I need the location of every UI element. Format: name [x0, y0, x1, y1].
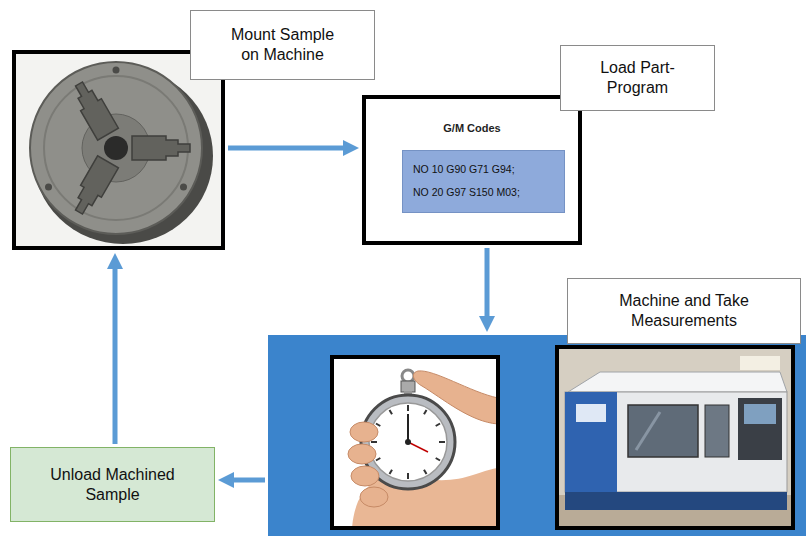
- photo-ground: [332, 357, 498, 528]
- wall-light: [740, 356, 780, 370]
- bolt-hole: [180, 184, 187, 191]
- code-box: NO 10 G90 G71 G94; NO 20 G97 S150 M03;: [402, 150, 565, 213]
- lathe-illustration: [559, 349, 791, 526]
- control-panel: [738, 398, 782, 460]
- stopwatch-illustration: [348, 370, 496, 526]
- step-label: Unload Machined Sample: [41, 465, 184, 505]
- image-frame: Mount Sample on Machine: [12, 50, 225, 250]
- thumb: [413, 371, 496, 424]
- finger: [348, 444, 376, 464]
- chuck-jaw: [132, 136, 190, 160]
- photo-ground: [16, 54, 221, 246]
- flow-arrow: [228, 146, 345, 151]
- flow-arrow: [113, 267, 118, 444]
- machine-base: [565, 492, 787, 510]
- window-glare: [636, 412, 660, 450]
- bolt-hole: [45, 184, 52, 191]
- machine-body: [565, 392, 787, 492]
- process-box: Unload Machined Sample: [10, 447, 215, 522]
- control-screen: [744, 404, 776, 424]
- step-label: Machine and Take Measurements: [567, 278, 801, 344]
- chuck-face: [30, 62, 202, 234]
- watch-crown: [401, 381, 415, 392]
- machine-window: [705, 405, 729, 457]
- photo-frame: [557, 347, 793, 528]
- flow-arrow: [232, 478, 265, 483]
- program-box: Load Part-ProgramG/M CodesNO 10 G90 G71 …: [362, 95, 582, 245]
- watch-hand: [407, 414, 409, 442]
- chuck-jaw: [69, 78, 119, 140]
- code-line: NO 20 G97 S150 M03;: [413, 185, 556, 199]
- photo-frame: [332, 357, 498, 528]
- watch-ring: [402, 370, 414, 382]
- wall: [559, 349, 791, 526]
- chuck-illustration: [16, 54, 221, 246]
- watch-pivot: [405, 439, 411, 445]
- machine-window: [628, 405, 698, 457]
- band-fill: [268, 335, 806, 536]
- chuck-jaw: [69, 156, 119, 218]
- finger: [360, 487, 388, 507]
- watch-face: [369, 403, 447, 481]
- machine-badge: [576, 404, 606, 422]
- step-label: Mount Sample on Machine: [190, 10, 375, 80]
- watch-hand: [408, 442, 428, 452]
- machine-hood: [568, 372, 787, 392]
- bolt-hole: [113, 67, 120, 74]
- step-label: Load Part-Program: [560, 45, 715, 111]
- box-heading: G/M Codes: [366, 121, 578, 135]
- watch-ticks: [371, 405, 445, 479]
- machine-side-panel: [565, 392, 617, 492]
- finger: [351, 466, 379, 486]
- process-band: Machine and Take Measurements: [268, 335, 806, 536]
- finger: [350, 422, 378, 442]
- chuck-bore: [104, 136, 128, 160]
- flow-arrow: [485, 248, 490, 318]
- code-line: NO 10 G90 G71 G94;: [413, 162, 556, 176]
